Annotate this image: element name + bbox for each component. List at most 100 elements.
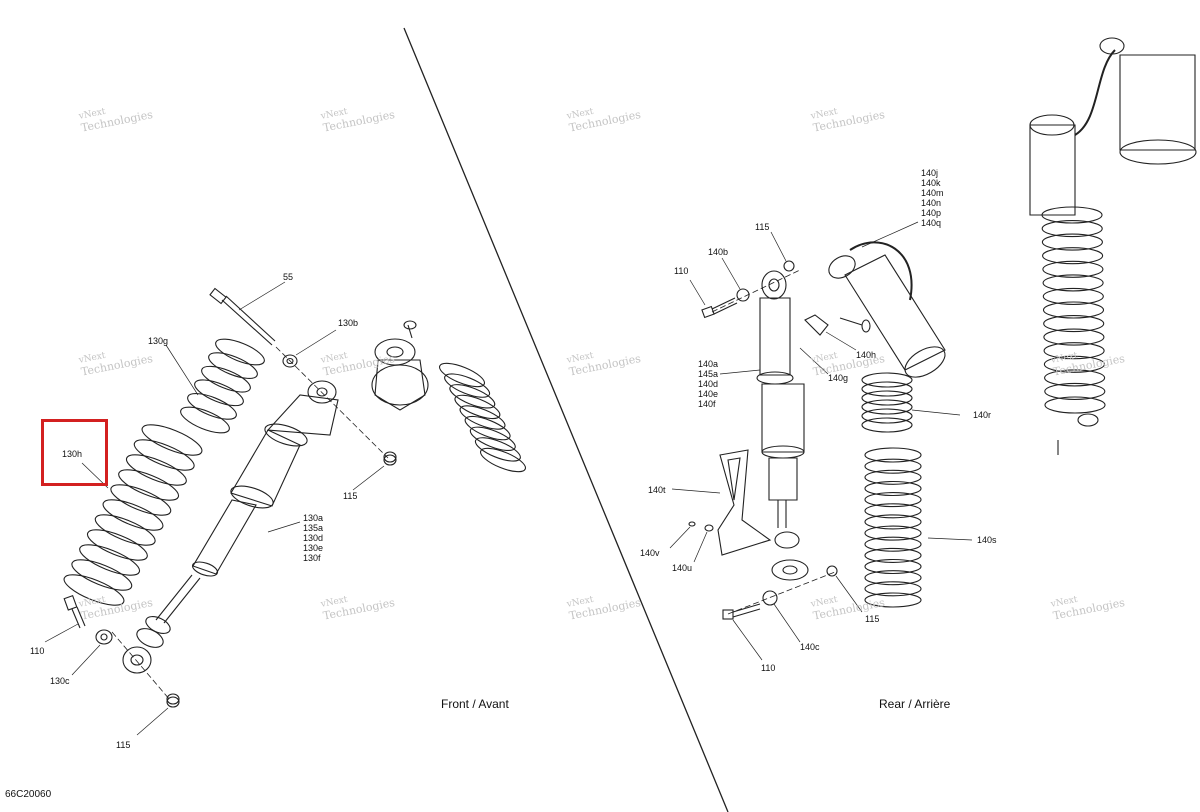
label-55[interactable]: 55 [283, 272, 294, 282]
spring-coil [1042, 247, 1104, 265]
spring-coil [864, 447, 922, 463]
spring-coil [63, 574, 125, 606]
spring-coil [861, 390, 913, 406]
spring-coil [1044, 369, 1106, 387]
spring-coil [133, 439, 195, 471]
rear-spring-assembled [1041, 206, 1106, 414]
label-145a: 145a [698, 369, 719, 379]
label-110-front[interactable]: 110 [30, 646, 45, 656]
spring-coil [861, 372, 913, 388]
bolt-110-front [63, 594, 86, 629]
spring-coil [215, 338, 265, 366]
spring-coil [1043, 315, 1105, 333]
front-section-label: Front / Avant [441, 697, 509, 711]
spring-coil [1042, 274, 1104, 292]
spring-coil [194, 379, 244, 407]
label-115-front-top[interactable]: 115 [343, 491, 358, 501]
spring-coil [469, 426, 516, 452]
bushing-130c [95, 629, 113, 645]
spring-coil [459, 405, 506, 430]
label-130c[interactable]: 130c [50, 676, 70, 686]
spring-coil [1042, 301, 1105, 319]
screw-140u [704, 524, 714, 532]
spring-coil [118, 469, 180, 501]
label-130h[interactable]: 130h [62, 449, 83, 459]
spring-coil [1043, 342, 1105, 360]
spring-coil [464, 415, 511, 441]
bushing-140c [762, 590, 778, 606]
label-140c[interactable]: 140c [800, 642, 820, 652]
spring-140r [861, 372, 913, 433]
spring-coil [1043, 355, 1105, 373]
label-115-rear-bottom[interactable]: 115 [865, 614, 880, 624]
label-130f: 130f [303, 553, 321, 563]
label-140e: 140e [698, 389, 719, 399]
label-140u[interactable]: 140u [672, 563, 693, 573]
spring-coil [180, 406, 230, 434]
label-140h[interactable]: 140h [856, 350, 877, 360]
bushing-140b [736, 288, 750, 302]
label-group-140j[interactable]: 140j 140k 140m 140n 140p 140q [921, 168, 944, 228]
spring-coil [864, 525, 922, 541]
label-130e: 130e [303, 543, 324, 553]
highlight-box-130h [41, 419, 108, 486]
spring-coil [125, 454, 187, 486]
spring-coil [201, 365, 251, 393]
spring-coil [1044, 382, 1106, 400]
spring-130h [63, 424, 203, 606]
label-140s[interactable]: 140s [977, 535, 997, 545]
spring-coil [79, 544, 141, 576]
spring-coil [864, 492, 922, 508]
rear-section-label: Rear / Arrière [879, 697, 951, 711]
label-140f: 140f [698, 399, 716, 409]
spring-coil [864, 581, 922, 597]
label-140q: 140q [921, 218, 942, 228]
screw-140v [688, 521, 696, 527]
label-140v[interactable]: 140v [640, 548, 660, 558]
spring-coil [861, 381, 913, 397]
label-130a: 130a [303, 513, 324, 523]
spring-coil [864, 570, 922, 586]
front-shock-assembled [371, 320, 429, 411]
spring-coil [864, 458, 922, 474]
spring-coil [94, 514, 156, 546]
label-140b[interactable]: 140b [708, 247, 729, 257]
label-140g[interactable]: 140g [828, 373, 849, 383]
label-130b[interactable]: 130b [338, 318, 359, 328]
label-140a: 140a [698, 359, 719, 369]
front-shock-absorber [122, 380, 339, 674]
label-140t[interactable]: 140t [648, 485, 666, 495]
section-divider [403, 27, 729, 812]
spring-coil [141, 424, 203, 456]
spring-coil [102, 499, 164, 531]
spring-coil [71, 559, 133, 591]
label-110-rear-top[interactable]: 110 [674, 266, 689, 276]
spring-coil [454, 394, 501, 420]
spring-coil [1044, 396, 1106, 414]
label-140m: 140m [921, 188, 944, 198]
spring-coil [86, 529, 148, 561]
bolt-110-rear-bottom [722, 603, 761, 620]
label-group-140a[interactable]: 140a 145a 140d 140e 140f [698, 359, 718, 409]
bolt-110-rear-top [701, 297, 738, 319]
spring-coil [479, 447, 527, 473]
nut-115-front-bottom [166, 693, 180, 708]
label-135a: 135a [303, 523, 324, 533]
spring-coil [438, 362, 486, 388]
label-115-rear-top[interactable]: 115 [755, 222, 770, 232]
rear-shock-absorber [756, 270, 809, 581]
spring-coil [1041, 220, 1103, 238]
label-115-front-bottom[interactable]: 115 [116, 740, 131, 750]
spring-coil [861, 399, 913, 415]
label-group-130a[interactable]: 130a 135a 130d 130e 130f [303, 513, 323, 563]
front-spring-assembled [438, 362, 527, 473]
spring-coil [864, 547, 922, 563]
bushing-130b [282, 354, 298, 368]
spring-coil [187, 393, 237, 420]
label-110-rear-bottom[interactable]: 110 [761, 663, 776, 673]
label-140r[interactable]: 140r [973, 410, 992, 420]
label-140j: 140j [921, 168, 939, 178]
label-130g[interactable]: 130g [148, 336, 169, 346]
